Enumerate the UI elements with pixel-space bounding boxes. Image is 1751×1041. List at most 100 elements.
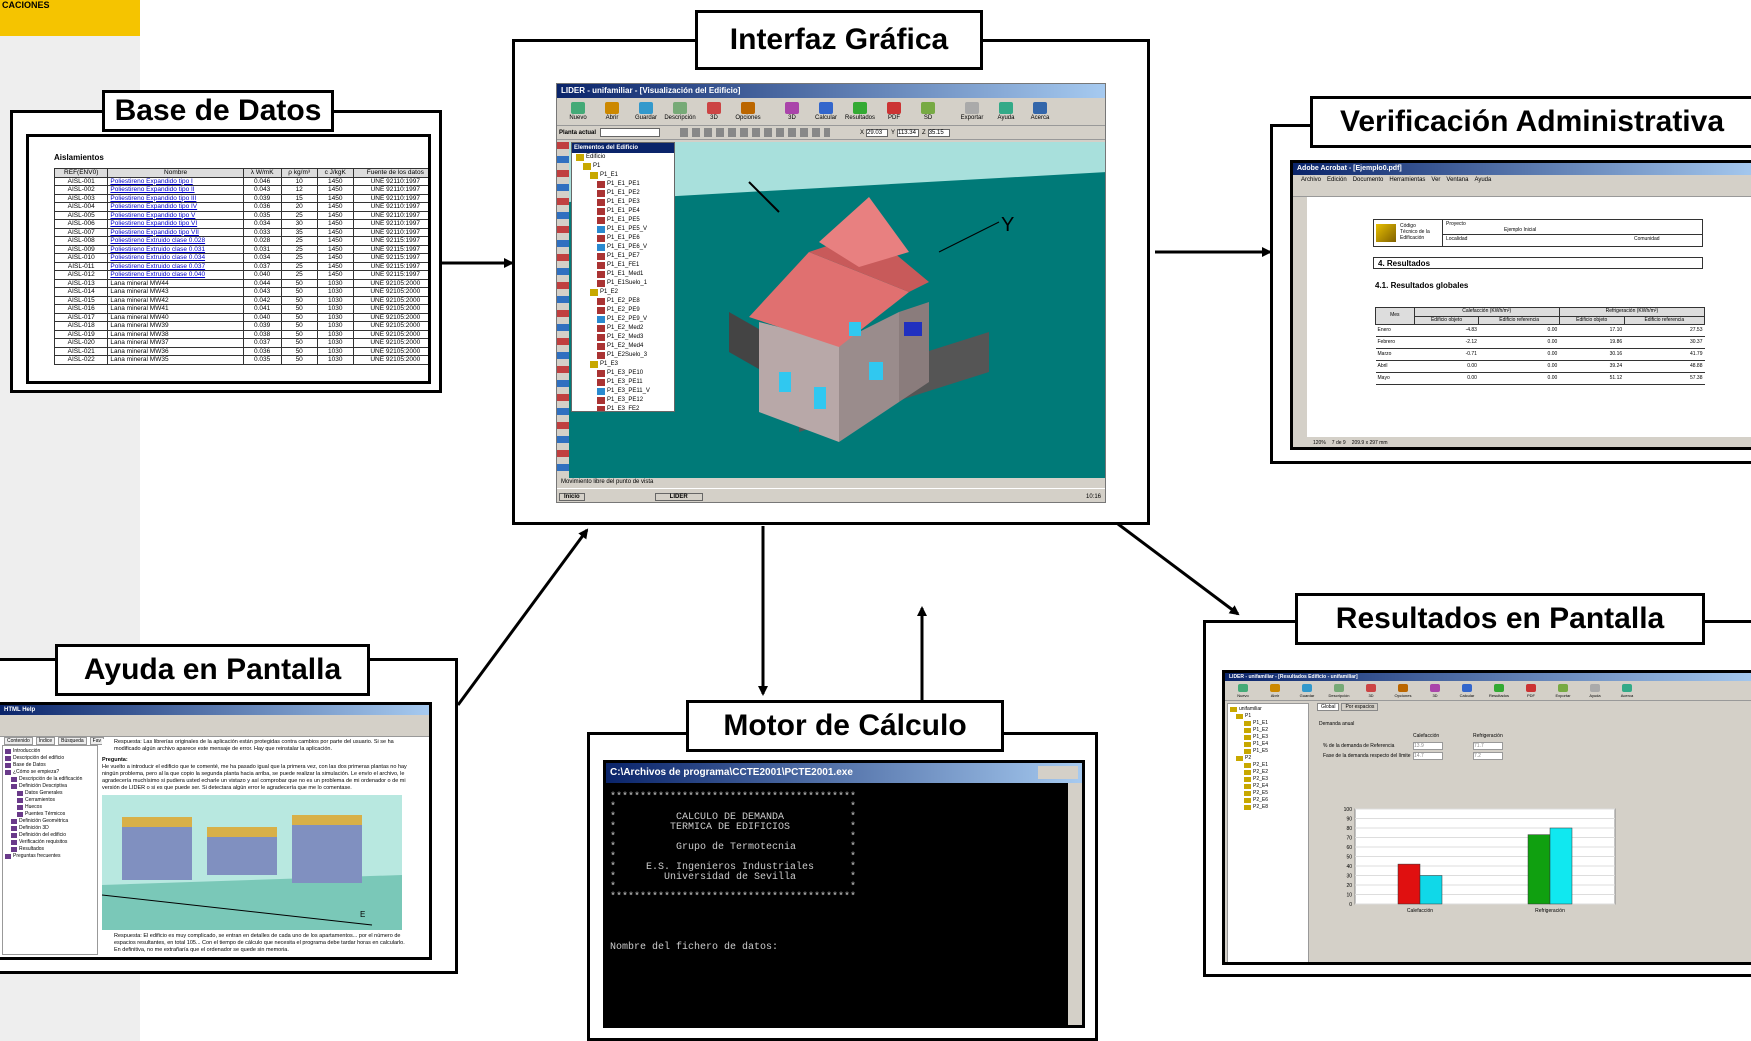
coord-y[interactable]: 113.34 xyxy=(897,128,920,137)
zoom-level[interactable]: 120% xyxy=(1313,440,1326,446)
result-toolbar-button[interactable]: Descripción xyxy=(1323,683,1355,698)
result-toolbar-button[interactable]: Calcular xyxy=(1451,683,1483,698)
result-tree-item[interactable]: P1 xyxy=(1230,713,1306,720)
tree-item[interactable]: P1_E1_PE3 xyxy=(576,198,674,207)
result-tree-item[interactable]: P2_E5 xyxy=(1230,790,1306,797)
result-toolbar-button[interactable]: Nuevo xyxy=(1227,683,1259,698)
tree-item[interactable]: P1_E1_Med1 xyxy=(576,270,674,279)
tree-item[interactable]: P1_E1_PE7 xyxy=(576,252,674,261)
tree-item[interactable]: P1_E3 xyxy=(576,360,674,369)
tree-item[interactable]: P1_E1_PE4 xyxy=(576,207,674,216)
coord-x[interactable]: 29.03 xyxy=(866,128,889,137)
tree-item[interactable]: Edificio xyxy=(576,153,674,162)
window-controls[interactable] xyxy=(1038,766,1078,779)
toolbar-button[interactable]: Opciones xyxy=(731,102,765,121)
result-toolbar-button[interactable]: Acerca xyxy=(1611,683,1643,698)
tree-item[interactable]: P1_E1_FE1 xyxy=(576,261,674,270)
coord-z[interactable]: 35.15 xyxy=(927,128,950,137)
tool-icons[interactable] xyxy=(680,128,831,137)
tree-item[interactable]: P1_E3_PE11_V xyxy=(576,387,674,396)
tree-item[interactable]: P1_E1Suelo_1 xyxy=(576,279,674,288)
ayuda-tree-item[interactable]: Definición Geométrica xyxy=(5,818,95,825)
tree-item[interactable]: P1_E2_Med2 xyxy=(576,324,674,333)
ayuda-tree-item[interactable]: Verificación requisitos xyxy=(5,839,95,846)
menu-item[interactable]: Ayuda xyxy=(1474,177,1492,183)
tree-item[interactable]: P1_E1 xyxy=(576,171,674,180)
result-tree-item[interactable]: P2 xyxy=(1230,755,1306,762)
ayuda-tree-item[interactable]: ¿Cómo se empieza? xyxy=(5,769,95,776)
ayuda-tab[interactable]: Búsqueda xyxy=(58,737,87,745)
result-tree-item[interactable]: P1_E2 xyxy=(1230,727,1306,734)
ayuda-tree-item[interactable]: Introducción xyxy=(5,748,95,755)
toolbar-button[interactable]: 3D xyxy=(775,102,809,121)
ayuda-tree-item[interactable]: Preguntas frecuentes xyxy=(5,853,95,860)
result-tree-item[interactable]: P2_E8 xyxy=(1230,804,1306,811)
result-tree-item[interactable]: P1_E5 xyxy=(1230,748,1306,755)
ayuda-tree-item[interactable]: Cerramientos xyxy=(5,797,95,804)
result-toolbar-button[interactable]: 3D xyxy=(1355,683,1387,698)
ayuda-tree-item[interactable]: Descripción del edificio xyxy=(5,755,95,762)
toolbar-button[interactable]: Calcular xyxy=(809,102,843,121)
toolbar-button[interactable]: Nuevo xyxy=(561,102,595,121)
tree-item[interactable]: P1_E3_FE2 xyxy=(576,405,674,411)
tree-item[interactable]: P1 xyxy=(576,162,674,171)
ayuda-tree-item[interactable]: Datos Generales xyxy=(5,790,95,797)
planta-select[interactable] xyxy=(600,128,661,137)
result-tree-item[interactable]: P2_E4 xyxy=(1230,783,1306,790)
ayuda-tab[interactable]: Contenido xyxy=(4,737,33,745)
ayuda-tab[interactable]: Índice xyxy=(35,737,56,745)
result-toolbar-button[interactable]: Resultados xyxy=(1483,683,1515,698)
ayuda-toolbar[interactable] xyxy=(0,715,429,737)
ayuda-tree-item[interactable]: Definición del edificio xyxy=(5,832,95,839)
menu-item[interactable]: Edición xyxy=(1327,177,1347,183)
tree-item[interactable]: P1_E3_PE12 xyxy=(576,396,674,405)
ayuda-tree-item[interactable]: Definición Descriptiva xyxy=(5,783,95,790)
toolbar-button[interactable]: Descripción xyxy=(663,102,697,121)
result-tree-item[interactable]: P2_E3 xyxy=(1230,776,1306,783)
toolbar-button[interactable]: Exportar xyxy=(955,102,989,121)
menu-item[interactable]: Ver xyxy=(1431,177,1441,183)
result-tree-item[interactable]: P1_E1 xyxy=(1230,720,1306,727)
result-tab[interactable]: Por espacios xyxy=(1341,703,1379,711)
verif-toolbar[interactable] xyxy=(1293,185,1751,197)
tree-item[interactable]: P1_E2_PE8 xyxy=(576,297,674,306)
toolbar-button[interactable]: 3D xyxy=(697,102,731,121)
tree-item[interactable]: P1_E1_PE5 xyxy=(576,216,674,225)
ayuda-tree-item[interactable]: Resultados xyxy=(5,846,95,853)
tree-item[interactable]: P1_E3_PE10 xyxy=(576,369,674,378)
tree-item[interactable]: P1_E2_PE9 xyxy=(576,306,674,315)
gui-left-iconbar[interactable] xyxy=(557,142,569,472)
ayuda-tree-item[interactable]: Puentes Térmicos xyxy=(5,811,95,818)
tree-item[interactable]: P1_E1_PE6 xyxy=(576,234,674,243)
result-toolbar-button[interactable]: 3D xyxy=(1419,683,1451,698)
result-toolbar-button[interactable]: Abrir xyxy=(1259,683,1291,698)
result-toolbar-button[interactable]: PDF xyxy=(1515,683,1547,698)
console-scrollbar[interactable] xyxy=(1068,783,1082,1025)
menu-item[interactable]: Ventana xyxy=(1446,177,1469,183)
result-tree-item[interactable]: P1_E3 xyxy=(1230,734,1306,741)
result-tab[interactable]: Global xyxy=(1317,703,1340,711)
menu-item[interactable]: Documento xyxy=(1352,177,1384,183)
start-button[interactable]: Inicio xyxy=(559,492,585,501)
tree-item[interactable]: P1_E1_PE2 xyxy=(576,189,674,198)
tree-item[interactable]: P1_E3_PE11 xyxy=(576,378,674,387)
ayuda-tree-item[interactable]: Definición 3D xyxy=(5,825,95,832)
result-toolbar-button[interactable]: Exportar xyxy=(1547,683,1579,698)
tree-item[interactable]: P1_E2_Med3 xyxy=(576,333,674,342)
result-toolbar-button[interactable]: Guardar xyxy=(1291,683,1323,698)
tree-item[interactable]: P1_E2_PE9_V xyxy=(576,315,674,324)
verif-left-tools[interactable] xyxy=(1293,197,1307,437)
tree-item[interactable]: P1_E1_PE5_V xyxy=(576,225,674,234)
ayuda-tree-item[interactable]: Descripción de la edificación xyxy=(5,776,95,783)
result-toolbar-button[interactable]: Ayuda xyxy=(1579,683,1611,698)
taskbar-app[interactable]: LIDER xyxy=(654,492,703,501)
ayuda-tree-item[interactable]: Base de Datos xyxy=(5,762,95,769)
tree-item[interactable]: P1_E1_PE6_V xyxy=(576,243,674,252)
toolbar-button[interactable]: Acerca xyxy=(1023,102,1057,121)
toolbar-button[interactable]: Abrir xyxy=(595,102,629,121)
tree-item[interactable]: P1_E1_PE1 xyxy=(576,180,674,189)
toolbar-button[interactable]: PDF xyxy=(877,102,911,121)
menu-item[interactable]: Archivo xyxy=(1301,177,1322,183)
